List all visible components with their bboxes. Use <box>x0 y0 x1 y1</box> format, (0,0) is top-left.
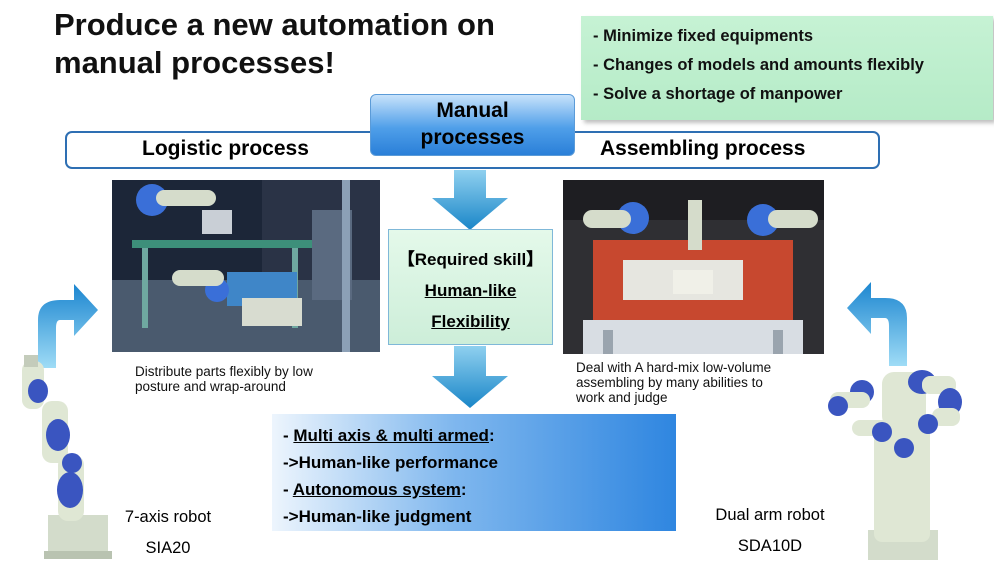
benefit-item: - Solve a shortage of manpower <box>593 85 843 103</box>
assembling-process-label: Assembling process <box>600 137 806 160</box>
dual-arm-robot-image <box>828 370 962 560</box>
caption-line: Deal with A hard-mix low-volume <box>576 360 772 375</box>
caption-line: Distribute parts flexibly by low <box>135 364 313 379</box>
manual-processes-box: Manual processes <box>370 94 575 156</box>
feature-dash: - <box>283 480 293 499</box>
down-arrow-icon <box>432 170 508 230</box>
feature-colon: : <box>460 480 467 499</box>
manual-line-1: Manual <box>436 99 509 122</box>
skill-line-1: Human-like <box>424 281 517 300</box>
logistic-process-photo <box>112 180 380 352</box>
logistic-caption: Distribute parts flexibly by low posture… <box>135 364 375 394</box>
feature-line-4: ->Human-like judgment <box>283 507 472 526</box>
benefits-box: - Minimize fixed equipments - Changes of… <box>581 16 993 120</box>
benefit-item: - Changes of models and amounts flexibly <box>593 56 924 74</box>
benefit-item: - Minimize fixed equipments <box>593 27 814 45</box>
assembling-process-photo <box>563 180 824 354</box>
robot-model: SIA20 <box>145 539 191 557</box>
title-line-1: Produce a new automation on <box>54 7 495 42</box>
feature-dash: - <box>283 426 294 445</box>
manual-line-2: processes <box>420 126 525 149</box>
features-box: - Multi axis & multi armed: ->Human-like… <box>272 414 676 531</box>
curved-up-arrow-icon <box>847 282 907 366</box>
robot-type: Dual arm robot <box>715 506 825 524</box>
logistic-process-label: Logistic process <box>142 137 309 160</box>
caption-line: assembling by many abilities to <box>576 375 763 390</box>
feature-line-1: - Multi axis & multi armed: <box>283 422 676 449</box>
caption-line: work and judge <box>576 390 668 405</box>
page-title: Produce a new automation on manual proce… <box>54 6 574 82</box>
feature-multi-axis: Multi axis & multi armed <box>293 426 489 445</box>
title-line-2: manual processes! <box>54 45 335 80</box>
assembling-caption: Deal with A hard-mix low-volume assembli… <box>576 360 826 405</box>
robot-type: 7-axis robot <box>124 508 212 526</box>
feature-line-2: ->Human-like performance <box>283 453 498 472</box>
curved-up-arrow-icon <box>38 284 98 368</box>
down-arrow-icon <box>432 346 508 408</box>
skill-heading: 【Required skill】 <box>397 250 544 269</box>
skill-line-2: Flexibility <box>431 312 510 331</box>
feature-colon: : <box>488 426 495 445</box>
feature-autonomous: Autonomous system <box>292 480 461 499</box>
dual-arm-robot-label: Dual arm robot SDA10D <box>705 500 835 562</box>
seven-axis-robot-label: 7-axis robot SIA20 <box>120 502 216 564</box>
robot-model: SDA10D <box>737 537 803 555</box>
caption-line: posture and wrap-around <box>135 379 286 394</box>
seven-axis-robot-image <box>22 355 112 559</box>
required-skill-box: 【Required skill】 Human-like Flexibility <box>388 229 553 345</box>
feature-line-3: - Autonomous system: <box>283 476 676 503</box>
